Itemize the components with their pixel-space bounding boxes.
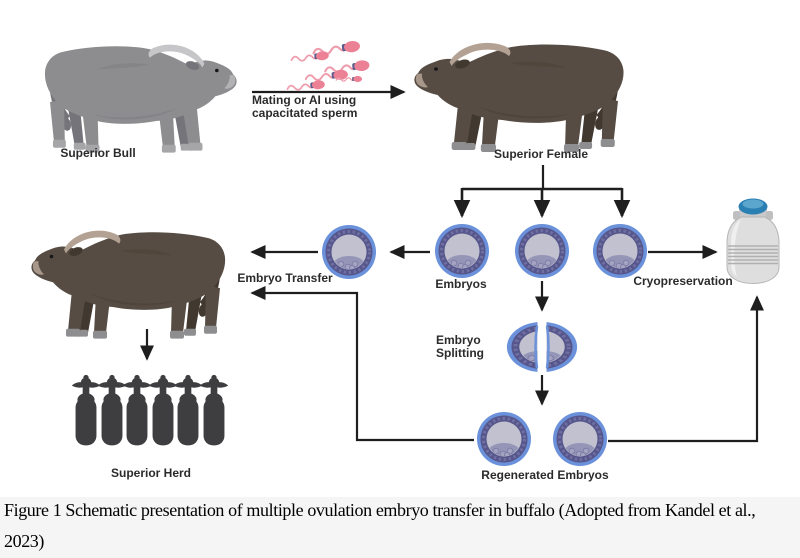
embryo-transfer-label: Embryo Transfer	[237, 271, 333, 285]
regenerated-embryos-label: Regenerated Embryos	[481, 468, 609, 482]
arrow-regenerated-to-cryotank	[608, 295, 765, 443]
superior-herd-label: Superior Herd	[110, 466, 192, 480]
superior-female-illustration	[414, 42, 624, 153]
cryopreservation-label: Cryopreservation	[633, 274, 733, 288]
mating-label: Mating or AI using capacitated sperm	[252, 93, 358, 120]
embryo-icon	[515, 224, 569, 278]
regenerated-embryo-icon	[477, 412, 531, 466]
figure-caption: Figure 1 Schematic presentation of multi…	[0, 497, 800, 558]
buffalo-herd-silhouette-icon	[71, 374, 229, 446]
liquid-nitrogen-tank-icon	[726, 198, 780, 285]
superior-bull-label: Superior Bull	[60, 146, 136, 160]
sperm-cells-icon	[286, 39, 371, 93]
embryo-icon	[593, 224, 647, 278]
embryo-splitting-label: Embryo Splitting	[436, 333, 484, 360]
regenerated-embryo-icon	[553, 412, 607, 466]
caption-line-1: Figure 1 Schematic presentation of multi…	[4, 500, 756, 520]
superior-female-label: Superior Female	[493, 147, 589, 161]
split-embryo-icon	[507, 319, 577, 375]
superior-bull-illustration	[44, 44, 237, 153]
arrow-regenerated-to-cow	[250, 285, 474, 442]
embryo-icon	[435, 224, 489, 278]
caption-line-2: 2023)	[4, 531, 44, 551]
diagram-canvas	[31, 39, 780, 497]
embryos-label: Embryos	[435, 277, 487, 291]
recipient-cow-illustration	[31, 230, 226, 339]
